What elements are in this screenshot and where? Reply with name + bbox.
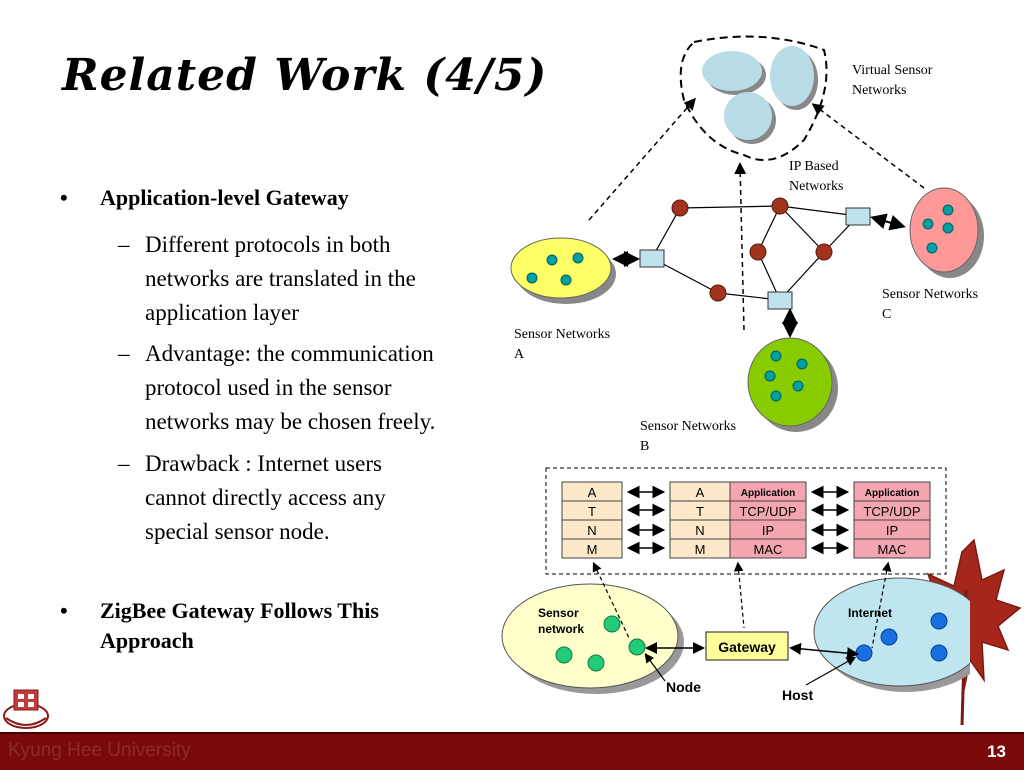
subbullet-marker: – (118, 232, 130, 257)
bullet-marker: • (60, 598, 68, 623)
subbullet-line: Advantage: the communication (145, 341, 434, 366)
svg-text:N: N (587, 523, 596, 538)
sensor-network-c-cloud (909, 187, 984, 278)
bullet-marker: • (60, 185, 68, 210)
host-label: Host (782, 687, 813, 703)
subbullet-text: Advantage: the communication protocol us… (145, 337, 495, 439)
sensor-network-cloud (501, 583, 684, 694)
virtual-cloud-1 (702, 51, 766, 95)
stack-sensor-node: A T N M (561, 481, 623, 559)
footer-university: Kyung Hee University (8, 740, 191, 761)
virtual-cloud-3 (724, 92, 776, 144)
svg-text:MAC: MAC (878, 542, 907, 557)
subbullet-line: cannot directly access any (145, 485, 386, 510)
page-number: 13 (987, 742, 1006, 761)
gateway-box-b (767, 291, 793, 310)
stack-gateway-internet-side: Application TCP/UDP IP MAC (729, 481, 807, 559)
virtual-label: Virtual Sensor Networks (852, 63, 936, 98)
gateway-box-c (845, 207, 871, 226)
stack-host: Application TCP/UDP IP MAC (853, 481, 931, 559)
subbullet-line: Different protocols in both (145, 232, 391, 257)
bullet-text: Application-level Gateway (100, 185, 349, 210)
svg-text:A: A (696, 485, 705, 500)
footer-bar: Kyung Hee University 13 (0, 732, 1024, 770)
gateway-label: Gateway (718, 639, 776, 655)
gateway-box (705, 631, 789, 661)
router-node (771, 197, 789, 215)
slide-title: Related Work (4/5) (62, 50, 548, 101)
bullet-line: Approach (100, 628, 194, 653)
svg-text:T: T (588, 504, 596, 519)
ip-network-label: IP Based Networks (789, 159, 843, 194)
subbullet-line: networks may be chosen freely. (145, 409, 436, 434)
svg-text:IP: IP (886, 523, 898, 538)
subbullet-text: Different protocols in both networks are… (145, 228, 495, 330)
routers (671, 197, 833, 302)
router-node (815, 243, 833, 261)
svg-text:N: N (695, 523, 704, 538)
svg-text:T: T (696, 504, 704, 519)
slide-content: • Application-level Gateway – Different … (0, 0, 500, 700)
svg-text:MAC: MAC (754, 542, 783, 557)
svg-text:Application: Application (741, 488, 795, 499)
svg-text:M: M (695, 542, 706, 557)
stack-container (545, 467, 947, 575)
router-node (709, 284, 727, 302)
bullet-text: ZigBee Gateway Follows This Approach (100, 596, 379, 656)
internet-cloud (813, 577, 970, 692)
sensor-network-c-label: Sensor Networks C (882, 287, 982, 322)
subbullet-line: networks are translated in the (145, 266, 416, 291)
university-seal-icon (3, 689, 49, 729)
svg-text:TCP/UDP: TCP/UDP (863, 504, 920, 519)
svg-text:Application: Application (865, 488, 919, 499)
router-node (749, 243, 767, 261)
subbullet-text: Drawback : Internet users cannot directl… (145, 447, 495, 549)
sensor-network-b-label: Sensor Networks B (640, 419, 740, 454)
bullet-line: ZigBee Gateway Follows This (100, 598, 379, 623)
subbullet-line: special sensor node. (145, 519, 330, 544)
internet-label: Internet (848, 606, 892, 620)
protocol-stack-diagram: A T N M A T N M Application TCP/UDP IP M… (501, 467, 970, 703)
sensor-network-b-cloud (747, 337, 838, 432)
network-diagram: Virtual Sensor Networks IP Based Network… (510, 35, 984, 454)
sensor-network-a-cloud (510, 237, 616, 304)
svg-text:A: A (588, 485, 597, 500)
svg-text:TCP/UDP: TCP/UDP (739, 504, 796, 519)
sensor-network-a-label: Sensor Networks A (514, 327, 614, 362)
node-label: Node (666, 679, 701, 695)
virtual-cloud-2 (770, 46, 818, 110)
sensor-network-label: Sensor network (538, 606, 584, 636)
subbullet-line: Drawback : Internet users (145, 451, 382, 476)
router-node (671, 199, 689, 217)
subbullet-marker: – (118, 341, 130, 366)
svg-text:IP: IP (762, 523, 774, 538)
subbullet-line: protocol used in the sensor (145, 375, 392, 400)
subbullet-marker: – (118, 451, 130, 476)
subbullet-line: application layer (145, 300, 299, 325)
gateway-box-a (639, 249, 665, 268)
svg-text:M: M (587, 542, 598, 557)
stack-gateway-sensor-side: A T N M (669, 481, 731, 559)
